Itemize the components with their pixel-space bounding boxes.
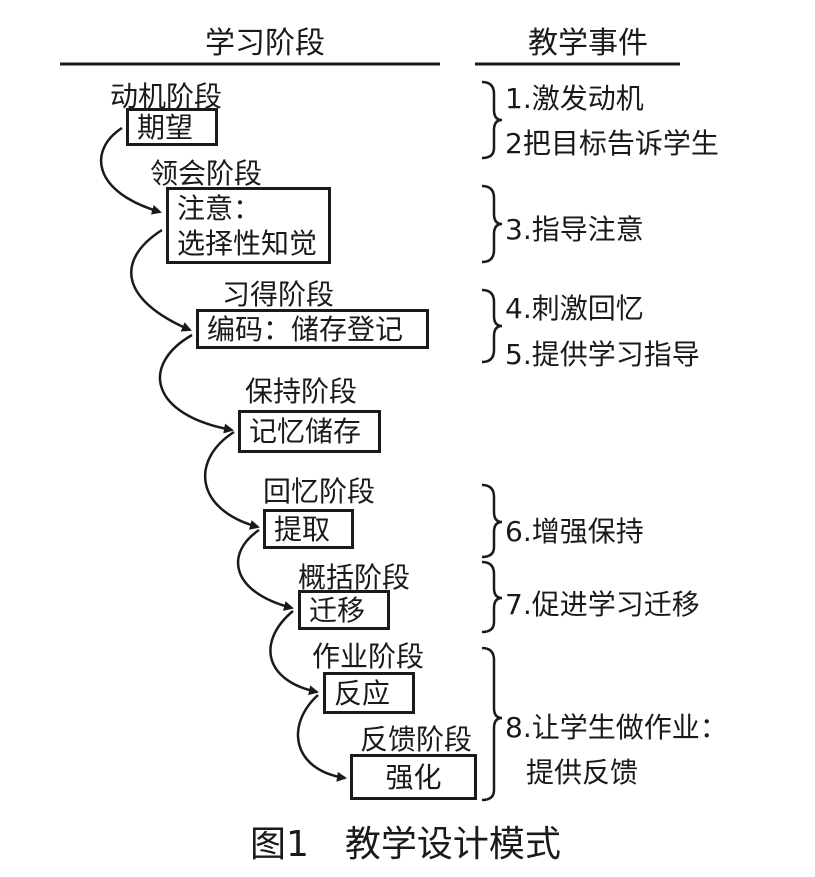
arrow-transfer-to-response	[269, 610, 319, 696]
brace-event-8	[481, 646, 503, 802]
stage-label-generalization: 概括阶段	[298, 561, 411, 594]
event-8-cont: 提供反馈	[526, 756, 639, 789]
arrow-attention-to-encoding	[130, 228, 192, 332]
box-memory-storage-text: 记忆储存	[249, 415, 362, 448]
box-attention-line2: 选择性知觉	[177, 226, 318, 260]
brace-event-7	[481, 560, 503, 634]
box-response: 反应	[323, 672, 415, 714]
event-8: 8.让学生做作业：	[505, 711, 728, 744]
box-response-text: 反应	[334, 676, 391, 710]
event-3: 3.指导注意	[505, 213, 644, 246]
box-attention: 注意： 选择性知觉	[166, 187, 331, 264]
stage-label-recall: 回忆阶段	[263, 475, 376, 508]
figure-caption: 图1 教学设计模式	[250, 824, 561, 865]
stage-label-acquisition: 习得阶段	[222, 278, 335, 311]
stage-label-performance: 作业阶段	[312, 640, 425, 673]
stage-label-motivation: 动机阶段	[110, 80, 223, 113]
brace-event-3	[481, 184, 503, 264]
arrow-storage-to-retrieval	[204, 430, 260, 530]
box-transfer: 迁移	[298, 590, 390, 630]
box-retrieval: 提取	[263, 509, 354, 549]
stage-label-comprehension: 领会阶段	[150, 157, 263, 190]
arrow-retrieval-to-transfer	[236, 528, 294, 611]
stage-label-retention: 保持阶段	[245, 375, 358, 408]
event-6: 6.增强保持	[505, 515, 644, 548]
arrow-response-to-reinforcement	[296, 694, 347, 782]
box-encoding-text: 编码：储存登记	[207, 312, 404, 346]
box-expectancy-text: 期望	[137, 110, 194, 144]
event-7: 7.促进学习迁移	[505, 588, 700, 621]
box-reinforcement-text: 强化	[385, 760, 442, 794]
brace-events-4-5	[481, 288, 503, 364]
box-retrieval-text: 提取	[274, 512, 331, 546]
event-2: 2把目标告诉学生	[505, 127, 719, 160]
box-reinforcement: 强化	[350, 754, 477, 800]
box-expectancy: 期望	[126, 108, 218, 146]
box-memory-storage: 记忆储存	[238, 410, 381, 453]
box-encoding: 编码：储存登记	[196, 309, 429, 349]
arrow-expectancy-to-attention	[99, 126, 162, 215]
event-4: 4.刺激回忆	[505, 292, 644, 325]
brace-event-6	[481, 483, 503, 559]
box-transfer-text: 迁移	[309, 593, 366, 627]
box-attention-line1: 注意：	[177, 191, 262, 225]
header-learning-stages: 学习阶段	[205, 26, 325, 61]
arrow-encoding-to-storage	[158, 333, 234, 434]
brace-events-1-2	[481, 80, 503, 160]
event-5: 5.提供学习指导	[505, 338, 700, 371]
stage-label-feedback: 反馈阶段	[360, 723, 473, 756]
event-1: 1.激发动机	[505, 82, 644, 115]
header-teaching-events: 教学事件	[528, 26, 648, 61]
